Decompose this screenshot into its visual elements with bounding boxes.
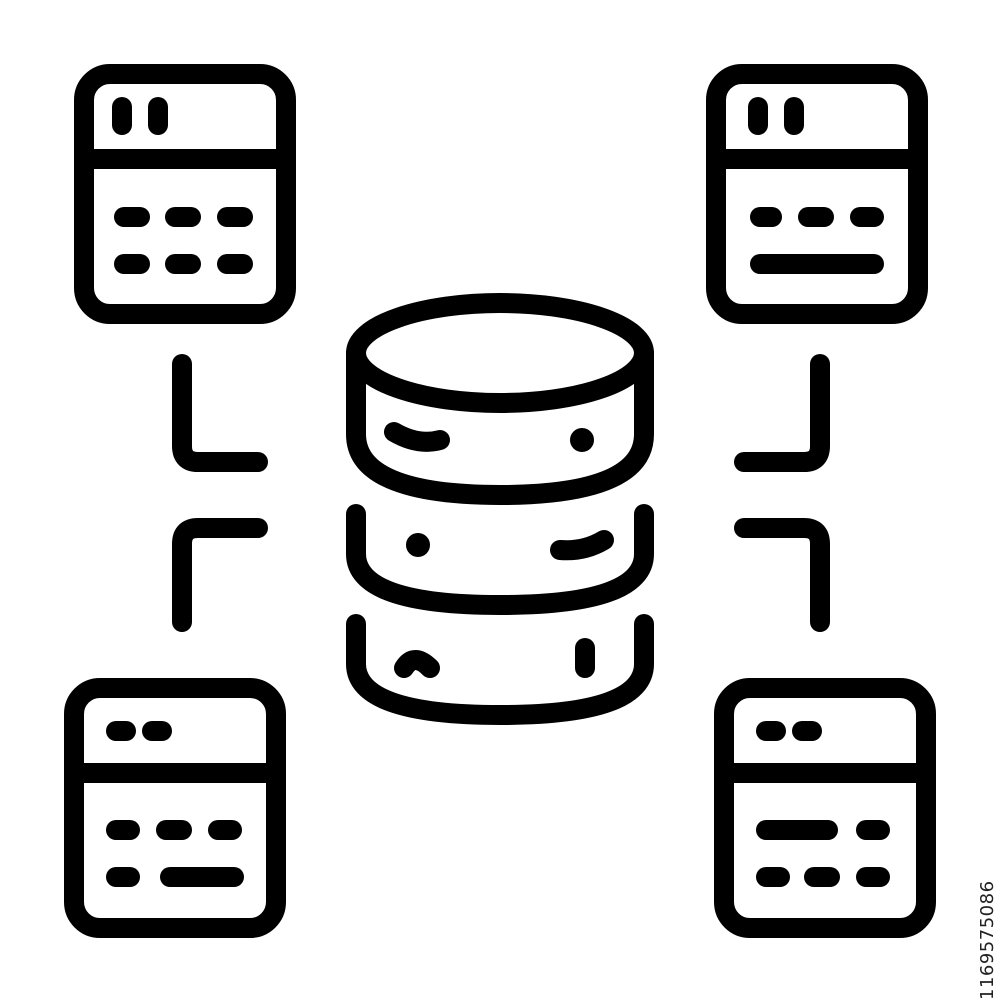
server-panel-top-right-icon bbox=[706, 64, 928, 324]
connector-lines-icon bbox=[172, 354, 830, 632]
server-panel-bottom-left-icon bbox=[64, 678, 286, 938]
server-panel-top-left-icon bbox=[74, 64, 296, 324]
stock-id-label: 1169575086 bbox=[977, 880, 998, 1000]
server-panel-bottom-right-icon bbox=[714, 678, 936, 938]
database-cylinder-icon bbox=[346, 293, 654, 725]
